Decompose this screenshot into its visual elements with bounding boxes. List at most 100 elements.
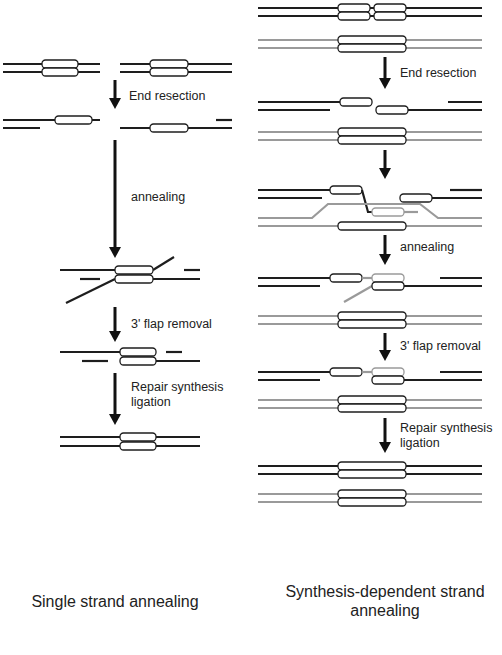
dna-strand — [448, 101, 482, 103]
arrow-head — [379, 78, 391, 89]
repeat-box — [338, 136, 406, 144]
step-label: Repair synthesis ligation — [400, 421, 500, 451]
repeat-box — [338, 462, 406, 470]
repeat-box — [338, 12, 370, 20]
displaced-strand — [258, 204, 482, 218]
repeat-box — [372, 376, 404, 384]
dna-strand — [258, 285, 320, 287]
dna-strand — [404, 285, 482, 287]
pathway-caption: Synthesis-dependent strand annealing — [268, 582, 502, 620]
process-arrow — [384, 57, 387, 79]
dna-strand — [166, 351, 182, 353]
step-label: End resection — [129, 89, 239, 104]
dna-strand — [440, 277, 482, 279]
dna-strand — [156, 360, 200, 362]
arrow-head — [109, 414, 121, 425]
dna-strand — [404, 379, 482, 381]
repeat-box — [372, 368, 404, 376]
arrow-head — [379, 442, 391, 453]
invading-strand — [362, 190, 372, 212]
process-arrow — [384, 235, 387, 255]
repeat-box — [150, 68, 188, 76]
repeat-box — [338, 4, 370, 12]
arrow-head — [379, 168, 391, 179]
dna-flap — [153, 257, 174, 270]
repeat-box — [338, 128, 406, 136]
step-label: Repair synthesis ligation — [131, 380, 231, 410]
step-label: 3' flap removal — [131, 317, 241, 332]
arrow-head — [109, 247, 121, 258]
dna-flap — [344, 286, 372, 302]
process-arrow — [114, 80, 117, 99]
arrow-head — [379, 350, 391, 361]
repeat-box — [338, 44, 406, 52]
dna-strand — [80, 278, 100, 280]
repeat-box — [115, 266, 153, 274]
dna-strand — [153, 278, 200, 280]
repeat-box — [374, 4, 406, 12]
dna-strand — [258, 109, 330, 111]
dna-strand — [432, 197, 482, 199]
new-synthesis — [362, 371, 372, 373]
repeat-box — [372, 208, 404, 216]
process-arrow — [384, 333, 387, 351]
repeat-box — [376, 106, 408, 114]
arrow-head — [109, 331, 121, 342]
arrow-head — [109, 98, 121, 109]
dna-strand — [60, 269, 115, 271]
arrow-head — [379, 254, 391, 265]
dna-strand — [450, 189, 482, 191]
process-arrow — [384, 418, 387, 443]
repeat-box — [120, 433, 156, 441]
process-arrow — [114, 373, 117, 415]
repeat-box — [55, 116, 92, 124]
repeat-box — [372, 274, 404, 282]
dna-strand — [258, 277, 330, 279]
repeat-box — [150, 60, 188, 68]
dna-strand — [408, 109, 482, 111]
dna-strand — [258, 379, 320, 381]
dna-strand — [184, 269, 200, 271]
repeat-box — [338, 470, 406, 478]
step-label: annealing — [400, 240, 500, 255]
repeat-box — [150, 124, 188, 132]
dna-strand — [258, 371, 330, 373]
process-arrow — [384, 150, 387, 169]
repeat-box — [338, 498, 406, 506]
new-synthesis — [404, 211, 418, 213]
repeat-box — [372, 282, 404, 290]
repeat-box — [330, 368, 362, 376]
repeat-box — [338, 320, 406, 328]
repeat-box — [400, 194, 432, 202]
repeat-box — [338, 222, 406, 230]
dna-strand — [82, 360, 108, 362]
repeat-box — [42, 60, 78, 68]
repeat-box — [115, 275, 153, 283]
repeat-box — [120, 348, 156, 356]
new-synthesis — [362, 277, 372, 279]
repeat-box — [338, 490, 406, 498]
step-label: annealing — [131, 190, 241, 205]
pathway-caption: Single strand annealing — [10, 592, 220, 611]
dna-strand — [258, 101, 340, 103]
repeat-box — [330, 186, 362, 194]
repeat-box — [42, 68, 78, 76]
repeat-box — [338, 312, 406, 320]
repeat-box — [338, 36, 406, 44]
dna-strand — [60, 351, 120, 353]
repeat-box — [338, 396, 406, 404]
process-arrow — [114, 307, 117, 332]
repeat-box — [120, 442, 156, 450]
dna-strand — [258, 189, 330, 191]
step-label: 3' flap removal — [400, 339, 500, 354]
repeat-box — [374, 12, 406, 20]
dna-flap — [66, 279, 115, 303]
dna-strand — [3, 127, 40, 129]
dna-strand — [216, 119, 232, 121]
repeat-box — [120, 357, 156, 365]
dna-strand — [258, 197, 322, 199]
repeat-box — [338, 404, 406, 412]
repeat-box — [330, 274, 362, 282]
